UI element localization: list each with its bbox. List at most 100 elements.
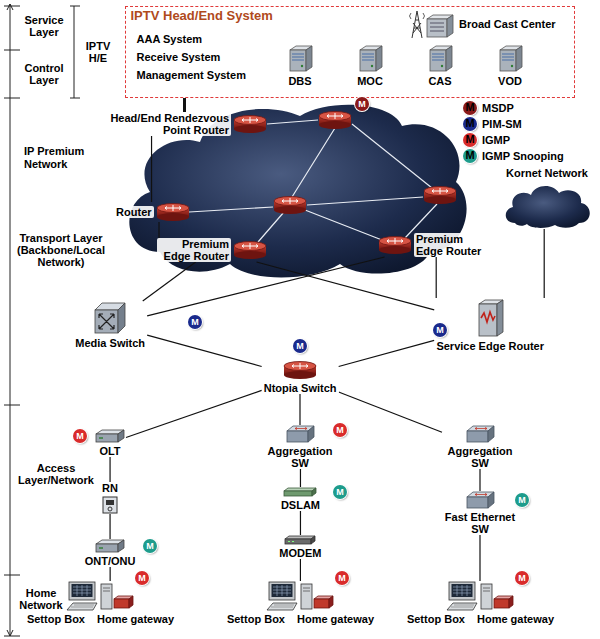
link-line: [479, 535, 480, 581]
link-line: [109, 457, 110, 482]
link-line: [143, 262, 196, 301]
protocol-badge: M: [188, 315, 202, 329]
node-label: Home gateway: [95, 613, 176, 625]
protocol-badge: M: [73, 429, 87, 443]
premium-edge-router: Premium Edge Router: [157, 238, 267, 262]
protocol-badge: M: [433, 323, 447, 337]
remote-node: RN: [100, 482, 120, 514]
legend-text: IGMP Snooping: [482, 150, 564, 162]
node-label: RN: [100, 482, 120, 494]
aggregation-switch: Aggregation SW: [262, 425, 338, 469]
layer-label: Transport Layer (Backbone/Local Network): [14, 232, 108, 268]
node-icon: [355, 43, 385, 73]
modem: MODEM: [277, 535, 324, 559]
node-label: Settop Box: [405, 613, 467, 625]
router-icon: [274, 197, 306, 215]
node-label: Aggregation SW: [442, 445, 518, 469]
node-icon: [501, 181, 593, 229]
node-icon: [283, 360, 317, 380]
service-edge-router: Service Edge Router: [434, 298, 546, 352]
node-label: Home gateway: [475, 613, 556, 625]
legend-row: MMSDP: [463, 101, 514, 115]
vod-server: VOD: [495, 43, 525, 87]
node-icon: [285, 43, 315, 73]
node-label: Ntopia Switch: [262, 382, 339, 394]
node-icon: [102, 496, 118, 514]
protocol-badge: M: [333, 423, 347, 437]
node-label: Service Edge Router: [434, 340, 546, 352]
headend-system-box: IPTV Head/End SystemAAA SystemReceive Sy…: [125, 6, 575, 98]
node-icon: [475, 298, 505, 338]
home-terminal: Settop Box Home gateway: [404, 581, 556, 625]
node-icon: [265, 581, 335, 611]
node-label: DSLAM: [279, 499, 322, 511]
link-line: [183, 98, 186, 112]
legend-symbol: M: [463, 133, 477, 145]
legend-symbol: M: [463, 149, 477, 161]
protocol-badge: M: [143, 539, 157, 553]
layer-axis: [4, 4, 20, 636]
link-line: [300, 469, 301, 487]
node-icon: [425, 43, 455, 73]
node-label: Broad Cast Center: [457, 18, 558, 30]
media-switch: Media Switch: [73, 301, 147, 349]
protocol-badge: M: [333, 485, 347, 499]
legend-symbol: M: [463, 117, 477, 129]
node-icon: [65, 581, 135, 611]
link-line: [257, 262, 435, 310]
link-line: [147, 257, 384, 316]
link-line: [544, 229, 545, 298]
legend-row: MIGMP: [463, 133, 510, 147]
link-line: [158, 222, 159, 238]
link-line: [339, 340, 435, 366]
legend-swatch: M: [463, 133, 477, 147]
protocol-badge: M: [293, 339, 307, 353]
legend-row: MPIM-SM: [463, 117, 522, 131]
legend-row: M IGMP Snooping: [463, 149, 564, 163]
node-label: Aggregation SW: [262, 445, 338, 469]
premium-edge-router: Premium Edge Router: [378, 233, 488, 257]
node-label: Premium Edge Router: [157, 238, 231, 262]
dslam: DSLAM: [278, 487, 322, 511]
link-line: [147, 335, 261, 366]
kornet-network: Kornet Network: [501, 167, 593, 229]
node-label: Settop Box: [25, 613, 87, 625]
node-title: IPTV Head/End System: [131, 8, 273, 23]
node-icon: [445, 581, 515, 611]
node-title: IP Premium Network: [22, 145, 131, 171]
node-label: Media Switch: [73, 337, 147, 349]
node-label: MOC: [355, 75, 385, 87]
legend-swatch: M: [463, 117, 477, 131]
layer-label: Home Network: [16, 587, 66, 611]
node-label: Home gateway: [295, 613, 376, 625]
router-icon: [319, 112, 351, 130]
label-row: Settop BoxHome gateway: [225, 613, 376, 625]
aggregation-switch: Aggregation SW: [442, 425, 518, 469]
label-row: Settop Box Home gateway: [405, 613, 556, 625]
moc-server: MOC: [355, 43, 385, 87]
legend-swatch: M: [463, 101, 477, 115]
cas-server: CAS: [425, 43, 455, 87]
protocol-badge: M: [335, 571, 349, 585]
rp-router: Head/End Rendezvous Point Router: [102, 112, 267, 136]
node-icon: [495, 43, 525, 73]
router-icon: [424, 187, 456, 205]
link-line: [300, 559, 301, 581]
node-icon: [465, 425, 495, 443]
link-line: [126, 390, 262, 437]
broadcast-center: Broad Cast Center: [405, 9, 558, 39]
node-label: Kornet Network: [504, 167, 590, 179]
layer-label: Access Layer/Network: [14, 462, 98, 486]
node-label: VOD: [496, 75, 524, 87]
protocol-badge: M: [515, 571, 529, 585]
link-line: [479, 469, 480, 491]
node-icon: [283, 535, 317, 545]
node-label: DBS: [286, 75, 313, 87]
node-label: MODEM: [277, 547, 323, 559]
link-line: [299, 394, 300, 425]
node-label: Fast Ethernet SW: [439, 511, 521, 535]
node-icon: [233, 114, 267, 134]
link-line: [339, 392, 442, 432]
layer-label: Service Layer: [16, 14, 72, 38]
link-line: [436, 257, 437, 298]
